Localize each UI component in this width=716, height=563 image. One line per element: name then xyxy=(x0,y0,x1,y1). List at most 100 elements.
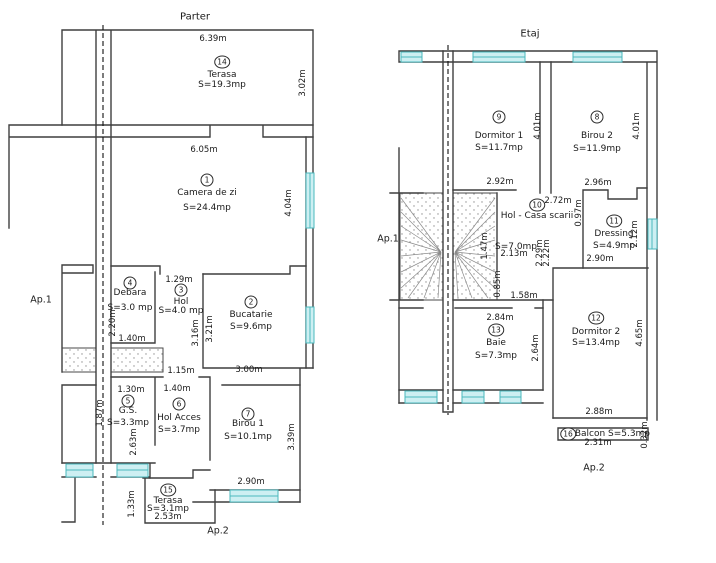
room-6-number: 6 xyxy=(172,397,186,411)
dimension-label: 0.32m xyxy=(640,421,650,449)
dimension-label: 4.01m xyxy=(632,112,642,140)
room-13-area: S=7.3mp xyxy=(474,351,518,361)
room-15-number: 15 xyxy=(160,483,176,497)
apartment-label: Ap.2 xyxy=(583,462,605,474)
room-14-name: Terasa xyxy=(207,70,237,80)
dimension-label: 2.53m xyxy=(154,512,182,522)
room-12-number: 12 xyxy=(588,311,604,325)
room-9-number: 9 xyxy=(492,110,506,124)
etaj-walls xyxy=(389,50,658,441)
dimension-label: 1.30m xyxy=(117,385,145,395)
room-12-area: S=13.4mp xyxy=(572,338,620,348)
dimension-label: 2.90m xyxy=(586,254,614,264)
windows xyxy=(65,51,658,503)
apartment-label: Ap.2 xyxy=(207,525,229,537)
dimension-label: 6.39m xyxy=(199,34,227,44)
room-8-name: Birou 2 xyxy=(581,131,613,141)
dimension-label: 2.64m xyxy=(531,334,541,362)
room-15-area: S=3.1mp xyxy=(146,504,190,514)
room-16-area: S=5.3mp xyxy=(607,429,651,439)
room-2-name: Bucatarie xyxy=(229,310,273,320)
dimension-label: 2.12m xyxy=(630,220,640,248)
dimension-label: 2.13m xyxy=(500,249,528,259)
dimension-label: 0.97m xyxy=(574,199,584,227)
dimension-label: 3.00m xyxy=(235,365,263,375)
plan-title-etaj: Etaj xyxy=(520,28,540,40)
apartment-label: Ap.1 xyxy=(377,233,399,245)
room-11-area: S=4.9mp xyxy=(592,241,636,251)
dimension-label: 1.33m xyxy=(127,490,137,518)
dimension-label: 1.47m xyxy=(480,232,490,260)
dimension-label: 2.96m xyxy=(584,178,612,188)
room-16-name: Balcon xyxy=(574,429,606,439)
dimension-label: 0.85m xyxy=(493,270,503,298)
room-3-area: S=4.0 mp xyxy=(158,306,204,316)
dimension-label: 2.72m xyxy=(544,196,572,206)
dimension-label: 3.16m xyxy=(191,319,201,347)
room-5-area: S=3.3mp xyxy=(106,418,150,428)
room-4-area: S=3.0 mp xyxy=(107,303,153,313)
room-12-name: Dormitor 2 xyxy=(571,327,621,337)
room-8-number: 8 xyxy=(590,110,604,124)
room-6-name: Hol Acces xyxy=(157,413,201,423)
etaj-stair-treads xyxy=(400,197,496,299)
dimension-label: 3.21m xyxy=(205,315,215,343)
dimension-label: 2.63m xyxy=(129,428,139,456)
room-5-number: 5 xyxy=(121,394,135,408)
room-13-name: Baie xyxy=(486,338,506,348)
room-8-area: S=11.9mp xyxy=(573,144,621,154)
room-10-name: Hol - Casa scarii xyxy=(500,211,574,221)
room-4-number: 4 xyxy=(123,276,137,290)
room-6-area: S=3.7mp xyxy=(157,425,201,435)
room-10-number: 10 xyxy=(529,198,545,212)
room-14-area: S=19.3mp xyxy=(198,80,246,90)
dimension-label: 2.88m xyxy=(585,407,613,417)
dimension-label: 4.65m xyxy=(635,319,645,347)
dimension-label: 2.90m xyxy=(237,477,265,487)
room-5-name: G.S. xyxy=(118,406,138,416)
room-10-area: S=7.0mp xyxy=(494,242,538,252)
room-3-number: 3 xyxy=(174,283,188,297)
room-9-area: S=11.7mp xyxy=(475,143,523,153)
dimension-label: 3.39m xyxy=(287,423,297,451)
property-split-lines xyxy=(102,25,449,525)
parter-walls xyxy=(8,29,314,524)
plan-title-parter: Parter xyxy=(179,11,211,23)
dimension-label: 3.02m xyxy=(298,69,308,97)
room-11-number: 11 xyxy=(606,214,622,228)
dimension-label: 1.87m xyxy=(95,399,105,427)
room-7-number: 7 xyxy=(241,407,255,421)
room-7-area: S=10.1mp xyxy=(224,432,272,442)
room-13-number: 13 xyxy=(488,323,504,337)
dimension-label: 2.20m xyxy=(108,309,118,337)
room-2-number: 2 xyxy=(244,295,258,309)
room-3-name: Hol xyxy=(173,297,189,307)
room-1-area: S=24.4mp xyxy=(183,203,231,213)
room-15-name: Terasa xyxy=(153,496,183,506)
room-16-number: 16 xyxy=(560,427,576,441)
dimension-label: 6.05m xyxy=(190,145,218,155)
dimension-label: 4.01m xyxy=(533,112,543,140)
dimension-label: 2.92m xyxy=(486,177,514,187)
dimension-label: 1.15m xyxy=(167,366,195,376)
apartment-label: Ap.1 xyxy=(30,294,52,306)
room-14-number: 14 xyxy=(214,55,230,69)
dimension-label: 1.40m xyxy=(163,384,191,394)
dimension-label: 2.84m xyxy=(486,313,514,323)
dimension-label: 2.31m xyxy=(584,438,612,448)
dimension-label: 1.58m xyxy=(510,291,538,301)
dimension-label: 1.29m xyxy=(165,275,193,285)
room-4-name: Debara xyxy=(113,288,147,298)
dimension-label: 2.22m xyxy=(542,239,552,267)
parter-step-hatch xyxy=(61,347,164,373)
room-7-name: Birou 1 xyxy=(232,419,264,429)
dimension-label: 4.04m xyxy=(284,189,294,217)
room-1-number: 1 xyxy=(200,173,214,187)
room-1-name: Camera de zi xyxy=(177,188,237,198)
room-2-area: S=9.6mp xyxy=(229,322,273,332)
room-9-name: Dormitor 1 xyxy=(474,131,524,141)
dimension-label: 1.40m xyxy=(118,334,146,344)
